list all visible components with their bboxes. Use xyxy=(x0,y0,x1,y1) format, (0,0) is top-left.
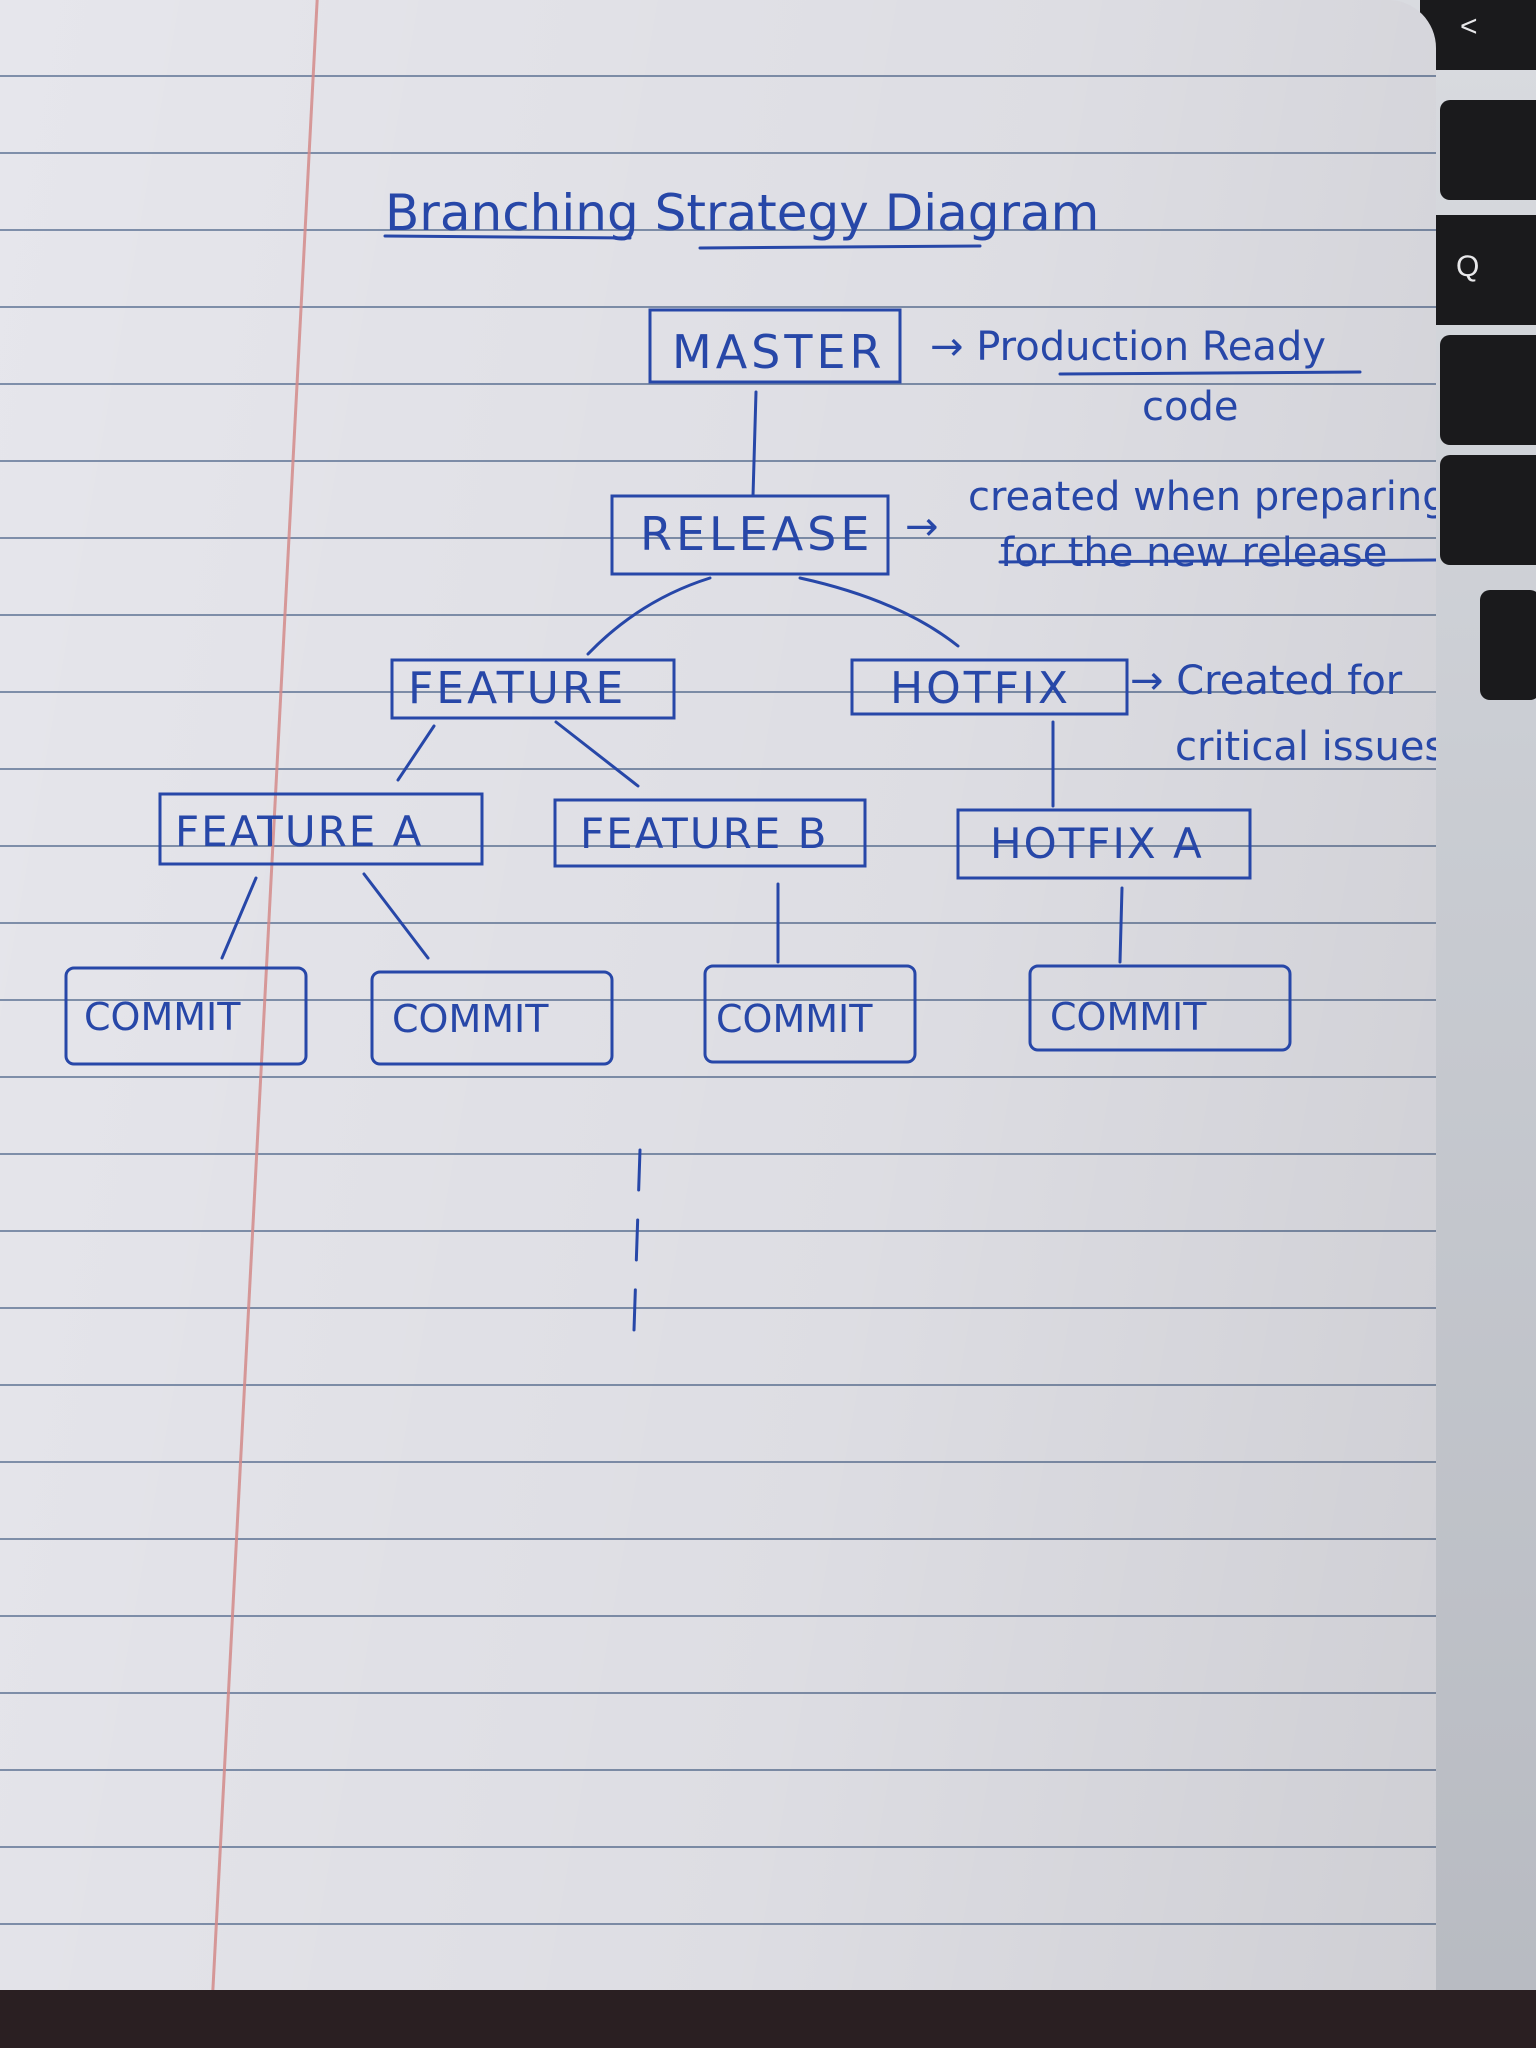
key-dark-1 xyxy=(1440,100,1536,200)
hotfix-note-line1: → Created for xyxy=(1130,658,1403,704)
feature-b-label: FEATURE B xyxy=(580,809,828,858)
title-underline-2 xyxy=(698,244,982,250)
key-dark-4 xyxy=(1480,590,1536,700)
commit-label-4: COMMIT xyxy=(1050,995,1207,1039)
release-note-line1: created when preparing xyxy=(968,474,1436,520)
desk-surface xyxy=(0,1990,1536,2048)
key-dark-3 xyxy=(1440,455,1536,565)
feature-label: FEATURE xyxy=(408,663,626,714)
key-left-arrow: < xyxy=(1420,0,1536,70)
master-box xyxy=(648,308,902,384)
edge-feature-feature-b xyxy=(554,720,640,788)
branching-diagram: Branching Strategy Diagram MASTER RELEAS… xyxy=(64,184,1436,1332)
notebook-page: Branching Strategy Diagram MASTER RELEAS… xyxy=(0,0,1436,2048)
release-note-line2: for the new release xyxy=(1000,530,1387,576)
commit-box-2 xyxy=(370,970,614,1066)
commit-label-3: COMMIT xyxy=(716,997,873,1041)
release-note-arrow: → xyxy=(905,504,939,550)
master-note-underline xyxy=(1058,370,1362,376)
release-note-underline xyxy=(998,558,1436,564)
key-q: Q xyxy=(1420,215,1536,325)
hotfix-label: HOTFIX xyxy=(890,663,1071,714)
feature-box xyxy=(390,658,676,720)
feature-b-box xyxy=(553,798,867,868)
master-note-line2: code xyxy=(1142,384,1238,430)
edge-feature-a-commit-1 xyxy=(220,876,258,960)
edge-feature-a-commit-2 xyxy=(362,872,430,960)
hotfix-box xyxy=(850,658,1129,716)
edge-release-hotfix xyxy=(798,576,960,648)
master-label: MASTER xyxy=(672,325,885,379)
release-box xyxy=(610,494,890,576)
continuation-dashes xyxy=(632,1148,642,1332)
commit-box-1 xyxy=(64,966,308,1066)
hotfix-note-line2: critical issues. xyxy=(1175,724,1436,770)
key-dark-2 xyxy=(1440,335,1536,445)
master-note-line1: → Production Ready xyxy=(930,324,1326,370)
hotfix-a-box xyxy=(956,808,1252,880)
commit-label-1: COMMIT xyxy=(84,995,241,1039)
ink-strokes xyxy=(64,234,1436,1332)
title-underline-1 xyxy=(383,234,632,240)
edge-release-feature xyxy=(586,576,712,656)
feature-a-label: FEATURE A xyxy=(175,807,423,856)
edge-master-release xyxy=(751,390,758,498)
release-label: RELEASE xyxy=(640,507,873,561)
edge-hotfix-a-commit-4 xyxy=(1118,886,1124,964)
key-q-label: Q xyxy=(1456,250,1480,283)
commit-box-4 xyxy=(1028,964,1292,1052)
commit-label-2: COMMIT xyxy=(392,997,549,1041)
feature-a-box xyxy=(158,792,484,866)
key-left-arrow-label: < xyxy=(1460,10,1478,43)
diagram-title: Branching Strategy Diagram xyxy=(385,184,1099,242)
hotfix-a-label: HOTFIX A xyxy=(990,819,1204,868)
edge-feature-feature-a xyxy=(396,724,436,782)
commit-box-3 xyxy=(703,964,917,1064)
